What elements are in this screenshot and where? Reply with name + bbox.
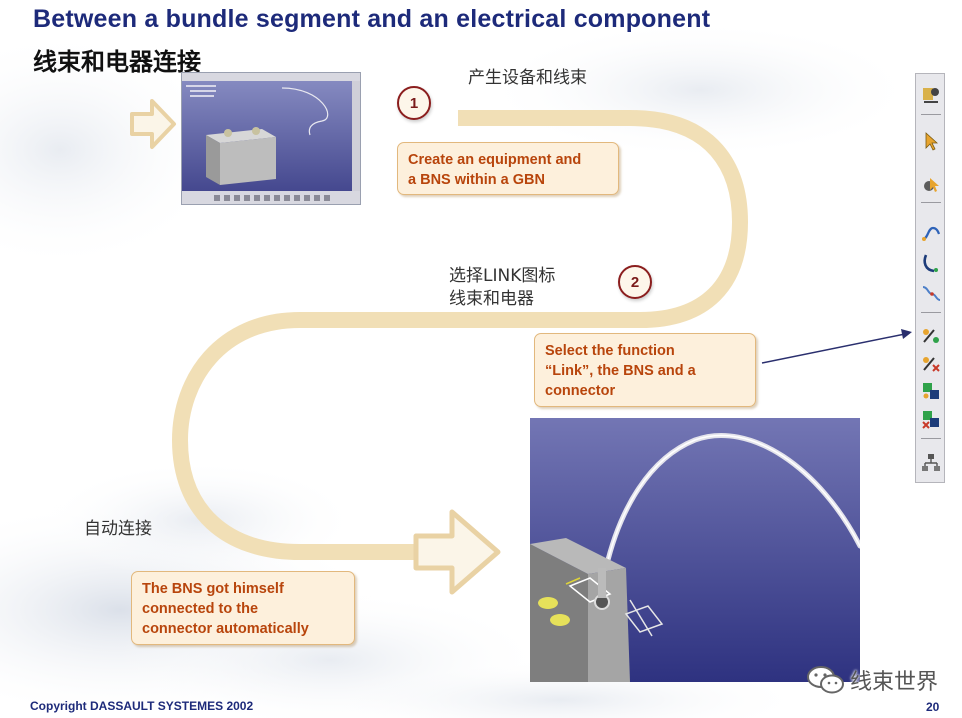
disconnect-tool-icon[interactable] [920, 408, 942, 430]
unlink-tool-icon[interactable] [920, 352, 942, 374]
step-3-box-line-3: connector automatically [142, 621, 309, 637]
step-2-label-cn-line-2: 线束和电器 [449, 288, 534, 309]
step-1-box: Create an equipment and a BNS within a G… [397, 142, 619, 195]
step-2-box-line-1: Select the function [545, 343, 675, 359]
step-2-box-line-2: “Link”, the BNS and a [545, 363, 696, 379]
bundle-tool-icon[interactable] [920, 174, 942, 196]
step-2-label-cn: 选择LINK图标 线束和电器 [449, 265, 555, 311]
tree-tool-icon[interactable] [920, 452, 942, 474]
slide-title: Between a bundle segment and an electric… [33, 5, 711, 33]
catia-screenshot-large [530, 418, 860, 682]
page-number: 20 [926, 700, 940, 714]
step-1-marker: 1 [397, 86, 431, 120]
step-3-box-line-2: connected to the [142, 601, 259, 617]
slide-subtitle-cn: 线束和电器连接 [33, 48, 201, 76]
link-tool-icon[interactable] [920, 324, 942, 346]
watermark: 线束世界 [806, 664, 938, 696]
big-arrow-icon-top [130, 99, 176, 149]
toolbar-separator [921, 202, 941, 203]
auto-connect-label-cn: 自动连接 [84, 519, 152, 539]
step-2-label-cn-line-1: 选择LINK图标 [449, 266, 556, 286]
step-2-marker: 2 [618, 265, 652, 299]
spline-tool-icon[interactable] [920, 282, 942, 304]
catia-screenshot-small [181, 72, 361, 205]
connect-tool-icon[interactable] [920, 380, 942, 402]
curve-tool-icon[interactable] [920, 252, 942, 274]
step-1-box-line-1: Create an equipment and [408, 152, 582, 168]
big-arrow-icon-bottom [413, 509, 501, 595]
step-1-box-line-2: a BNS within a GBN [408, 172, 545, 188]
select-arrow-icon[interactable] [920, 130, 942, 152]
step-3-box: The BNS got himself connected to the con… [131, 571, 355, 645]
step-2-box: Select the function “Link”, the BNS and … [534, 333, 756, 407]
watermark-text: 线束世界 [850, 670, 939, 695]
step-1-label-cn: 产生设备和线束 [468, 68, 587, 88]
link-toolbar [915, 73, 945, 483]
equipment-tool-icon[interactable] [920, 84, 942, 106]
toolbar-separator [921, 312, 941, 313]
step-2-box-line-3: connector [545, 383, 616, 399]
toolbar-separator [921, 114, 941, 115]
route-tool-icon[interactable] [920, 222, 942, 244]
wechat-icon [807, 666, 844, 694]
footer-copyright: Copyright DASSAULT SYSTEMES 2002 [30, 699, 254, 713]
step-3-box-line-1: The BNS got himself [142, 581, 284, 597]
toolbar-separator [921, 438, 941, 439]
